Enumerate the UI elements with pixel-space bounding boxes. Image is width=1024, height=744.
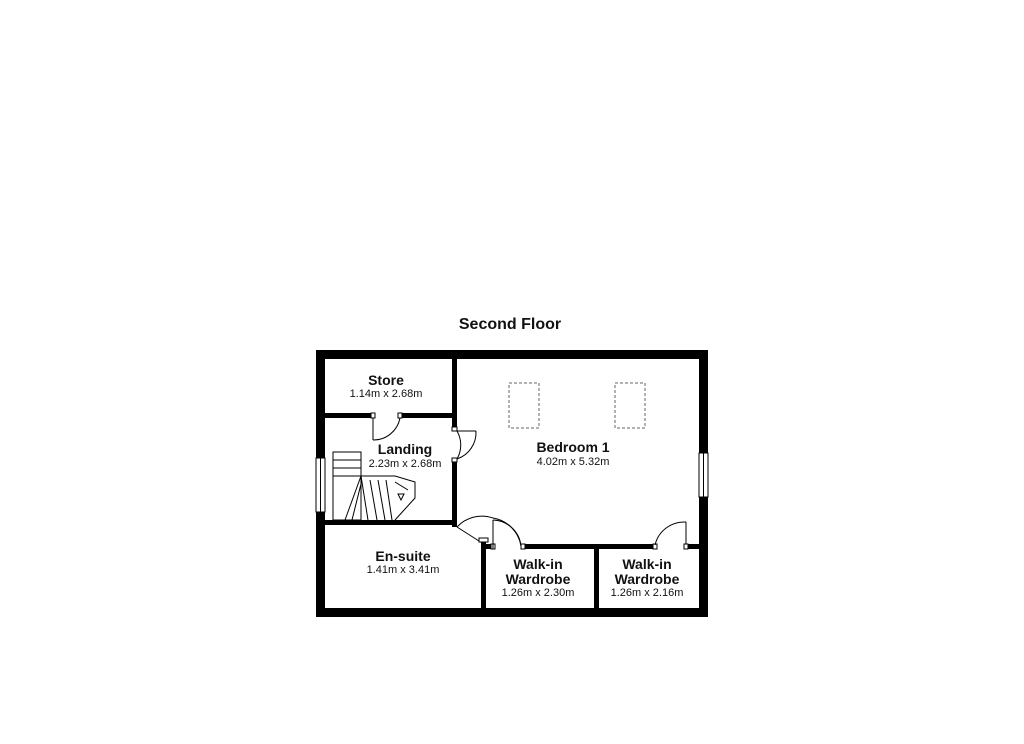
room-name-line2: Wardrobe	[506, 571, 571, 587]
room-landing: Landing 2.23m x 2.68m	[369, 441, 442, 470]
room-dims: 2.23m x 2.68m	[369, 458, 442, 470]
outer-wall-top	[316, 350, 708, 359]
wall-bedroom-wardrobe-b	[523, 544, 655, 549]
staircase	[332, 451, 416, 521]
room-bedroom-1: Bedroom 1 4.02m x 5.32m	[536, 439, 609, 468]
wall-bedroom-wardrobe-c	[686, 544, 699, 549]
outer-wall-bottom	[316, 608, 708, 617]
floor-title: Second Floor	[459, 316, 561, 333]
room-walk-in-wardrobe-2: Walk-in Wardrobe 1.26m x 2.16m	[611, 556, 684, 599]
room-name-line1: Walk-in	[622, 556, 671, 572]
room-name-line1: Walk-in	[513, 556, 562, 572]
wall-wardrobe-wardrobe	[594, 544, 599, 608]
door-wardrobe-1[interactable]	[490, 519, 526, 550]
room-name: Store	[368, 372, 404, 388]
room-name-line2: Wardrobe	[615, 571, 680, 587]
room-name: En-suite	[375, 548, 430, 564]
wall-store-landing-right	[400, 413, 457, 418]
skylight-2	[614, 382, 646, 429]
wall-landing-bedroom-lower	[452, 460, 457, 527]
room-walk-in-wardrobe-1: Walk-in Wardrobe 1.26m x 2.30m	[502, 556, 575, 599]
door-bedroom[interactable]	[451, 426, 477, 463]
room-ensuite: En-suite 1.41m x 3.41m	[367, 548, 440, 576]
room-dims: 1.41m x 3.41m	[367, 564, 440, 576]
skylight-1	[508, 382, 540, 429]
wall-store-landing-left	[325, 413, 373, 418]
room-dims: 1.14m x 2.68m	[350, 388, 423, 400]
wall-landing-bedroom-upper	[452, 359, 457, 429]
room-store: Store 1.14m x 2.68m	[350, 372, 423, 400]
wall-ensuite-wardrobe	[481, 540, 486, 608]
room-name: Bedroom 1	[536, 439, 609, 455]
door-ensuite[interactable]	[456, 515, 522, 549]
wall-landing-ensuite	[325, 520, 457, 525]
door-store[interactable]	[370, 412, 403, 441]
room-name: Landing	[378, 441, 432, 457]
room-dims: 4.02m x 5.32m	[537, 456, 610, 468]
windows	[315, 452, 709, 513]
room-dims: 1.26m x 2.16m	[611, 587, 684, 599]
room-dims: 1.26m x 2.30m	[502, 587, 575, 599]
door-wardrobe-2[interactable]	[652, 521, 689, 550]
